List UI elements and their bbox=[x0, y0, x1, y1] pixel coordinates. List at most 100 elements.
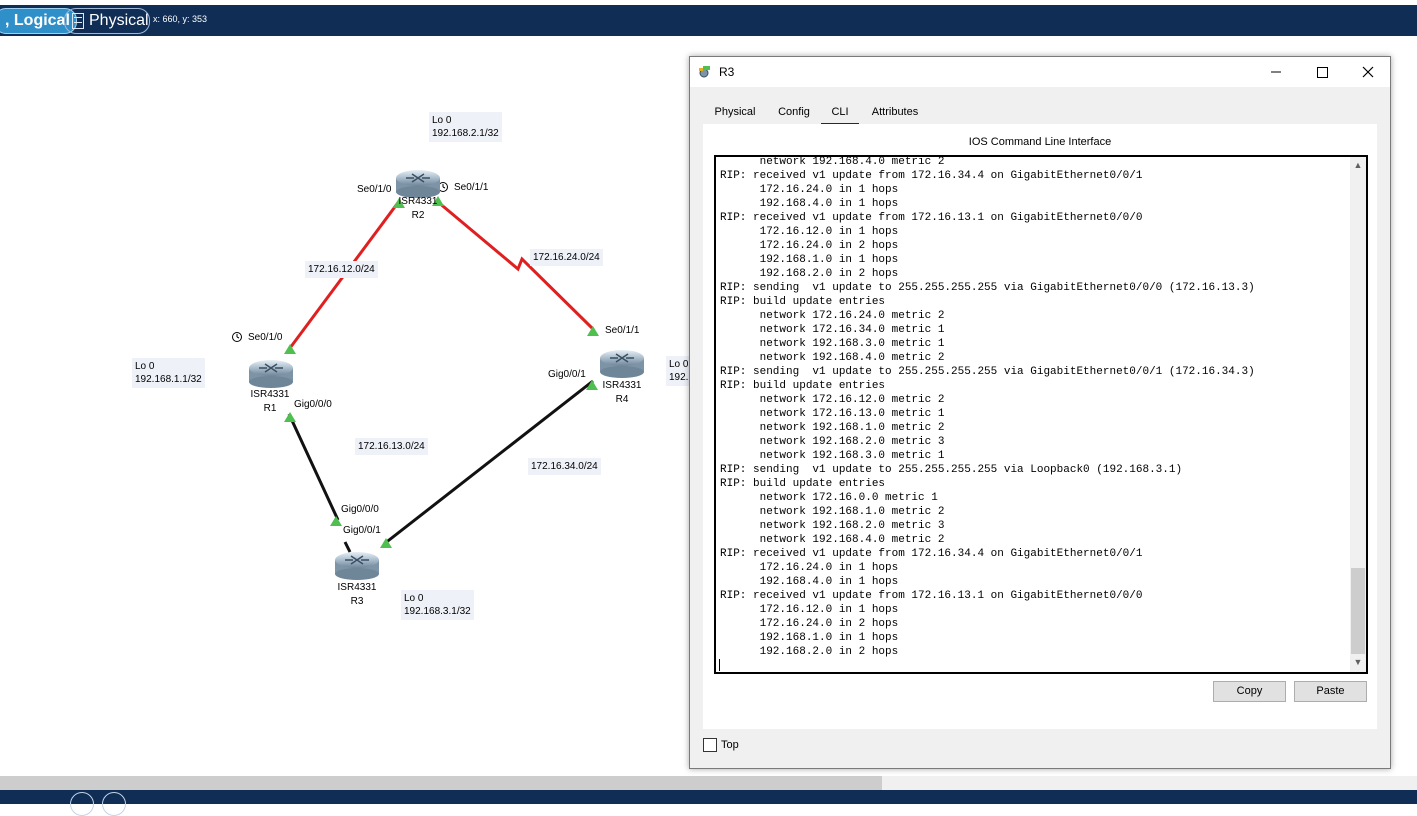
cli-line: RIP: build update entries bbox=[720, 380, 886, 392]
loopback-address: 192. bbox=[669, 372, 689, 383]
link-r1-r3-ethernet[interactable] bbox=[287, 413, 340, 521]
fast-forward-icon[interactable] bbox=[102, 792, 126, 816]
cli-vertical-scrollbar[interactable]: ▲ ▼ bbox=[1350, 157, 1366, 672]
cli-line: RIP: received v1 update from 172.16.13.1… bbox=[720, 590, 1143, 602]
tab-physical[interactable]: Physical bbox=[703, 101, 767, 123]
link-up-indicator bbox=[587, 326, 599, 336]
router-app-icon bbox=[699, 66, 710, 78]
device-label-r1: ISR4331 R1 bbox=[246, 388, 294, 416]
r1-loopback-note[interactable]: Lo 0 192.168.1.1/32 bbox=[132, 358, 205, 388]
link-r3-r4-ethernet[interactable] bbox=[383, 379, 594, 546]
minimize-icon bbox=[1271, 71, 1281, 73]
cli-line: RIP: build update entries bbox=[720, 296, 886, 308]
port-label: Se0/1/1 bbox=[454, 182, 489, 193]
scrollbar-thumb[interactable] bbox=[0, 776, 882, 790]
cli-line: 192.168.4.0 in 1 hops bbox=[720, 198, 899, 210]
port-label: Gig0/0/1 bbox=[343, 525, 381, 536]
cli-line: RIP: sending v1 update to 255.255.255.25… bbox=[720, 464, 1183, 476]
cli-line: network 192.168.3.0 metric 1 bbox=[720, 450, 945, 462]
r2-loopback-note[interactable]: Lo 0 192.168.2.1/32 bbox=[429, 112, 502, 142]
loopback-name: Lo 0 bbox=[135, 361, 155, 372]
port-label: Se0/1/0 bbox=[357, 184, 392, 195]
physical-view-button[interactable]: Physical bbox=[64, 8, 150, 34]
port-label: Gig0/0/0 bbox=[294, 399, 332, 410]
bottom-toolbar bbox=[0, 790, 1417, 816]
toolbar-top-strip bbox=[0, 0, 1417, 5]
cli-line: network 192.168.4.0 metric 2 bbox=[720, 352, 945, 364]
paste-button[interactable]: Paste bbox=[1294, 681, 1367, 702]
loopback-name: Lo 0 bbox=[404, 593, 424, 604]
cli-line: network 192.168.2.0 metric 3 bbox=[720, 436, 945, 448]
router-r4-icon[interactable] bbox=[600, 350, 644, 378]
cli-line: network 192.168.1.0 metric 2 bbox=[720, 506, 945, 518]
network-label-34[interactable]: 172.16.34.0/24 bbox=[528, 458, 601, 475]
workspace-toolbar: , Logical Physical x: 660, y: 353 bbox=[0, 0, 1417, 36]
network-label-13[interactable]: 172.16.13.0/24 bbox=[355, 438, 428, 455]
network-label-12[interactable]: 172.16.12.0/24 bbox=[305, 261, 378, 278]
link-up-indicator bbox=[586, 380, 598, 390]
cli-line: network 172.16.13.0 metric 1 bbox=[720, 408, 945, 420]
router-r3-icon[interactable] bbox=[335, 552, 379, 580]
top-checkbox[interactable] bbox=[703, 738, 717, 752]
device-model: ISR4331 bbox=[602, 380, 642, 391]
device-model: ISR4331 bbox=[250, 389, 290, 400]
window-titlebar[interactable]: R3 bbox=[690, 57, 1390, 87]
device-name: R3 bbox=[350, 596, 364, 607]
cli-line: 172.16.12.0 in 1 hops bbox=[720, 226, 899, 238]
device-label-r3: ISR4331 R3 bbox=[333, 581, 381, 609]
cli-line: network 172.16.0.0 metric 1 bbox=[720, 492, 938, 504]
cli-line: RIP: received v1 update from 172.16.13.1… bbox=[720, 212, 1143, 224]
cli-line: network 172.16.24.0 metric 2 bbox=[720, 310, 945, 322]
cli-console[interactable]: network 192.168.4.0 metric 2 RIP: receive… bbox=[714, 155, 1368, 674]
device-window-r3[interactable]: R3 Physical Config CLI Attributes IOS Co… bbox=[689, 56, 1391, 769]
close-button[interactable] bbox=[1345, 59, 1391, 85]
tab-config[interactable]: Config bbox=[767, 101, 821, 123]
scroll-down-icon[interactable]: ▼ bbox=[1353, 657, 1363, 667]
port-label: Se0/1/1 bbox=[605, 325, 640, 336]
workspace-horizontal-scrollbar[interactable] bbox=[0, 776, 1417, 790]
network-label-24[interactable]: 172.16.24.0/24 bbox=[530, 249, 603, 266]
device-label-r2: ISR4331 R2 bbox=[394, 195, 442, 223]
close-icon bbox=[1362, 66, 1374, 78]
scroll-up-icon[interactable]: ▲ bbox=[1353, 160, 1363, 170]
r3-loopback-note[interactable]: Lo 0 192.168.3.1/32 bbox=[401, 590, 474, 620]
loopback-address: 192.168.1.1/32 bbox=[135, 374, 202, 385]
cli-line: RIP: received v1 update from 172.16.34.4… bbox=[720, 170, 1143, 182]
cli-line: 192.168.2.0 in 2 hops bbox=[720, 646, 899, 658]
cursor-coordinates: x: 660, y: 353 bbox=[153, 14, 208, 24]
cli-cursor bbox=[719, 659, 720, 671]
cli-line: 172.16.24.0 in 1 hops bbox=[720, 562, 899, 574]
tab-cli[interactable]: CLI bbox=[821, 101, 859, 125]
scrollbar-thumb[interactable] bbox=[1351, 568, 1365, 654]
cli-line: 172.16.12.0 in 1 hops bbox=[720, 604, 899, 616]
port-label: Gig0/0/0 bbox=[341, 504, 379, 515]
cli-line: network 192.168.1.0 metric 2 bbox=[720, 422, 945, 434]
cli-line: RIP: sending v1 update to 255.255.255.25… bbox=[720, 366, 1255, 378]
cli-line: RIP: sending v1 update to 255.255.255.25… bbox=[720, 282, 1255, 294]
cli-line: 192.168.2.0 in 2 hops bbox=[720, 268, 899, 280]
link-r2-r4-serial[interactable] bbox=[437, 200, 594, 330]
window-title: R3 bbox=[719, 65, 735, 79]
maximize-button[interactable] bbox=[1299, 59, 1345, 85]
physical-view-label: Physical bbox=[89, 12, 149, 29]
copy-button[interactable]: Copy bbox=[1213, 681, 1286, 702]
router-r1-icon[interactable] bbox=[249, 360, 293, 388]
device-model: ISR4331 bbox=[398, 196, 438, 207]
router-r2-icon[interactable] bbox=[396, 170, 440, 198]
minimize-button[interactable] bbox=[1253, 59, 1299, 85]
tab-attributes[interactable]: Attributes bbox=[859, 101, 931, 123]
topology-diagram bbox=[232, 170, 644, 580]
device-model: ISR4331 bbox=[337, 582, 377, 593]
link-r3-stub bbox=[343, 541, 352, 553]
cli-output: network 192.168.4.0 metric 2 RIP: receive… bbox=[720, 156, 1350, 659]
cli-panel: IOS Command Line Interface network 192.1… bbox=[703, 124, 1377, 729]
r4-loopback-note[interactable]: Lo 0 192. bbox=[666, 356, 692, 386]
loopback-name: Lo 0 bbox=[669, 359, 689, 370]
loopback-name: Lo 0 bbox=[432, 115, 452, 126]
cli-line: RIP: build update entries bbox=[720, 478, 886, 490]
physical-view-icon bbox=[72, 13, 84, 29]
reset-time-icon[interactable] bbox=[70, 792, 94, 816]
cli-line: network 192.168.4.0 metric 2 bbox=[720, 156, 945, 168]
logical-workspace[interactable]: Lo 0 192.168.2.1/32 Lo 0 192.168.1.1/32 … bbox=[0, 36, 1417, 776]
cli-line: 172.16.24.0 in 2 hops bbox=[720, 618, 899, 630]
